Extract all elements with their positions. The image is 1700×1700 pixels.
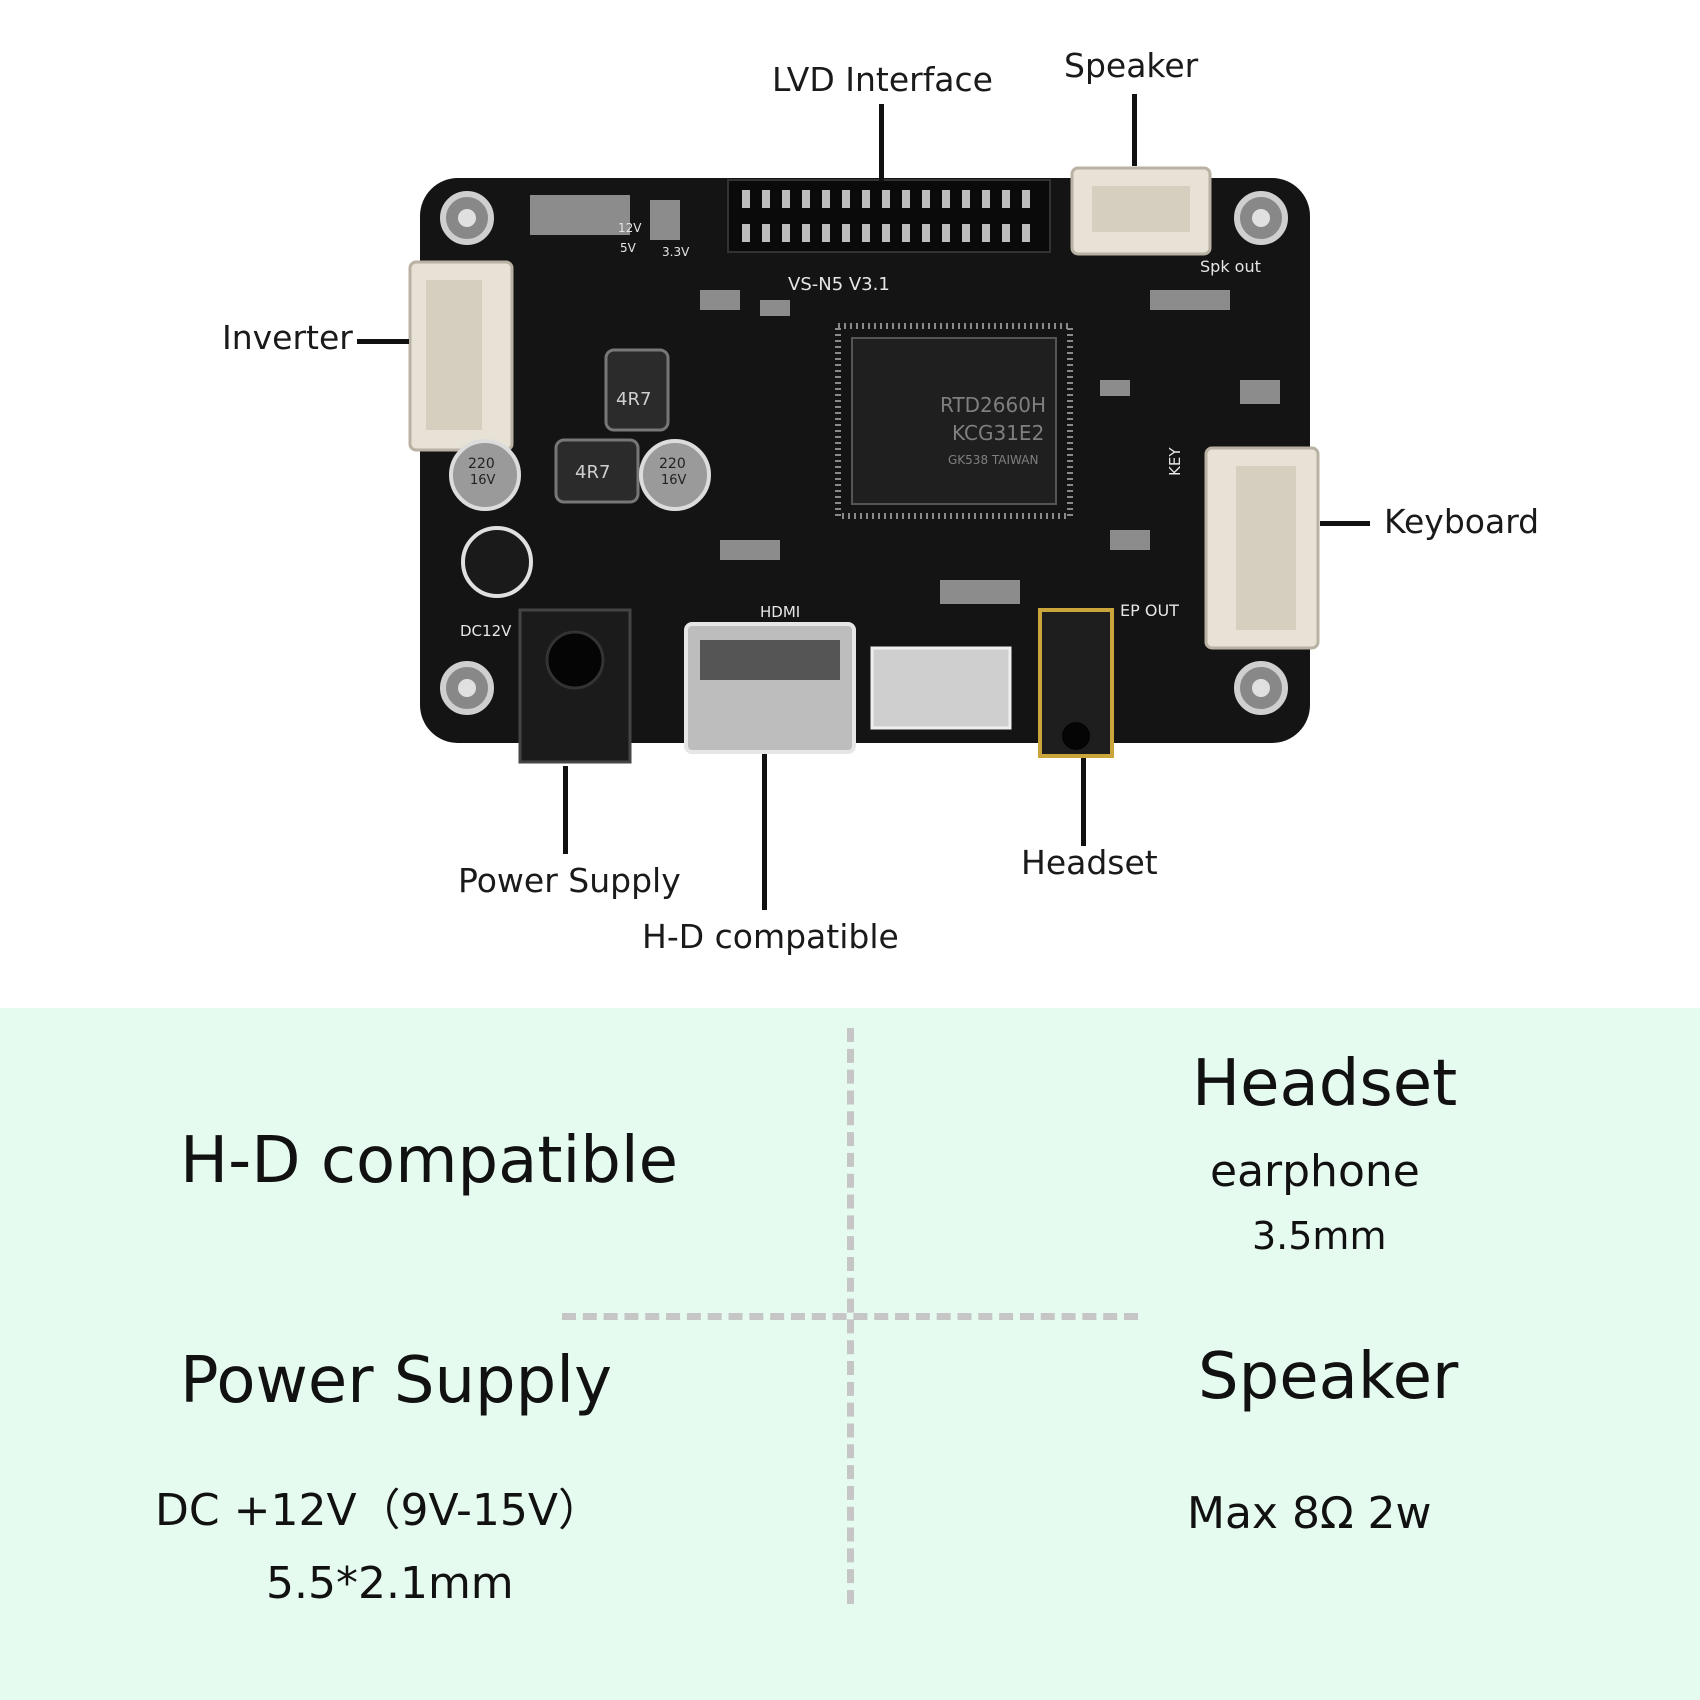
power-callout: Power Supply — [458, 861, 681, 900]
spk-silkscreen: Spk out — [1200, 257, 1261, 276]
ep-silkscreen: EP OUT — [1120, 601, 1179, 620]
keyboard-callout: Keyboard — [1384, 502, 1540, 541]
v12-silkscreen: 12V — [618, 221, 642, 235]
cap-value: 220 — [468, 456, 495, 472]
v5-silkscreen: 5V — [620, 241, 637, 255]
speaker-leader — [1132, 94, 1137, 166]
headset-spec-line2: 3.5mm — [1252, 1214, 1387, 1258]
inverter-leader — [357, 339, 409, 344]
hdmi-callout: H-D compatible — [642, 917, 899, 956]
board-model: VS-N5 V3.1 — [788, 274, 890, 295]
power-spec-line2: 5.5*2.1mm — [266, 1558, 514, 1609]
lvds-pins — [742, 190, 1030, 242]
capacitor — [449, 439, 521, 511]
headset-spec-line1: earphone — [1210, 1146, 1420, 1197]
chip-label-2: KCG31E2 — [952, 421, 1044, 445]
key-silkscreen: KEY — [1166, 447, 1184, 476]
power-spec-title: Power Supply — [180, 1344, 612, 1418]
cap-voltage: 16V — [470, 473, 496, 488]
power-spec-line1: DC +12V（9V-15V） — [155, 1485, 603, 1536]
regulator — [870, 646, 1012, 730]
inductor-label: 4R7 — [575, 462, 610, 483]
inductor-label: 4R7 — [616, 389, 651, 410]
chip-label-3: GK538 TAIWAN — [948, 453, 1038, 467]
headset-leader — [1081, 758, 1086, 846]
horizontal-divider — [562, 1313, 1138, 1320]
speaker-spec-line1: Max 8Ω 2w — [1187, 1488, 1432, 1539]
capacitor — [639, 439, 711, 511]
power-leader — [563, 766, 568, 854]
lvds-callout: LVD Interface — [772, 60, 993, 99]
speaker-callout: Speaker — [1064, 46, 1199, 85]
keyboard-leader — [1320, 521, 1370, 526]
headset-callout: Headset — [1021, 843, 1158, 882]
cap-value: 220 — [659, 456, 686, 472]
inductor — [604, 348, 670, 432]
inductor — [554, 438, 640, 504]
dc-silkscreen: DC12V — [460, 622, 512, 640]
chip-label-1: RTD2660H — [940, 393, 1046, 417]
lvds-leader — [879, 104, 884, 182]
inverter-callout: Inverter — [222, 318, 353, 357]
hdmi-leader — [762, 754, 767, 910]
v33-silkscreen: 3.3V — [662, 245, 690, 259]
controller-board: VS-N5 V3.1 RTD2660H KCG31E2 GK538 TAIWAN… — [408, 166, 1320, 764]
main-chip — [851, 337, 1057, 505]
speaker-spec-title: Speaker — [1198, 1340, 1459, 1414]
headset-spec-title: Headset — [1192, 1047, 1458, 1121]
hdmi-silkscreen: HDMI — [760, 603, 800, 621]
cap-voltage: 16V — [661, 473, 687, 488]
hdmi-spec-title: H-D compatible — [180, 1124, 679, 1198]
